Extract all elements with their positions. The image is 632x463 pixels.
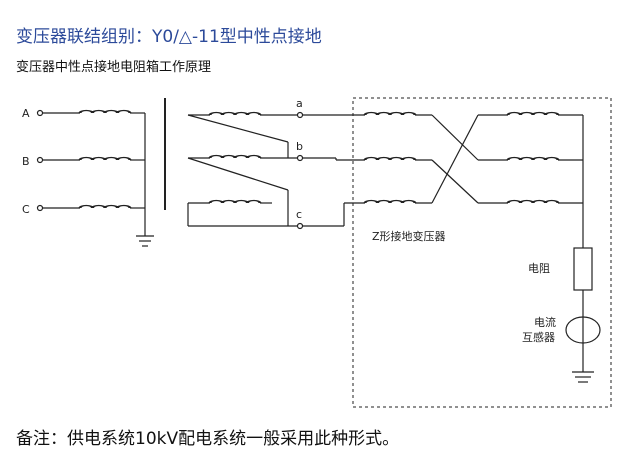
zigzag-transformer-boundary [352,97,612,408]
zigzag-windings [363,111,584,248]
resistor-label: 电阻 [528,262,550,275]
primary-windings [36,109,154,247]
terminal-label-C: C [22,203,30,216]
terminal-label-B: B [22,155,30,168]
secondary-delta-windings [187,111,304,230]
zigzag-transformer-label: Z形接地变压器 [372,229,446,243]
terminal-label-b: b [296,140,303,153]
terminal-a [296,111,304,119]
neutral-ground-symbol [572,371,594,383]
terminal-A [36,109,44,117]
terminal-label-a: a [296,97,303,110]
current-transformer-label-line1: 电流 [534,315,556,329]
terminal-B [36,156,44,164]
page-title: 变压器联结组别：Y0/△-11型中性点接地 [16,27,322,47]
terminal-label-c: c [296,208,302,221]
footnote: 备注：供电系统10kV配电系统一般采用此种形式。 [16,429,400,449]
terminal-C [36,204,44,212]
connection-lines [303,114,365,227]
grounding-resistor [573,247,593,291]
current-transformer-label-line2: 互感器 [522,331,555,344]
terminal-b [296,154,304,162]
terminal-c [296,222,304,230]
diagram-subtitle: 变压器中性点接地电阻箱工作原理 [16,60,212,75]
terminal-label-A: A [22,107,30,120]
